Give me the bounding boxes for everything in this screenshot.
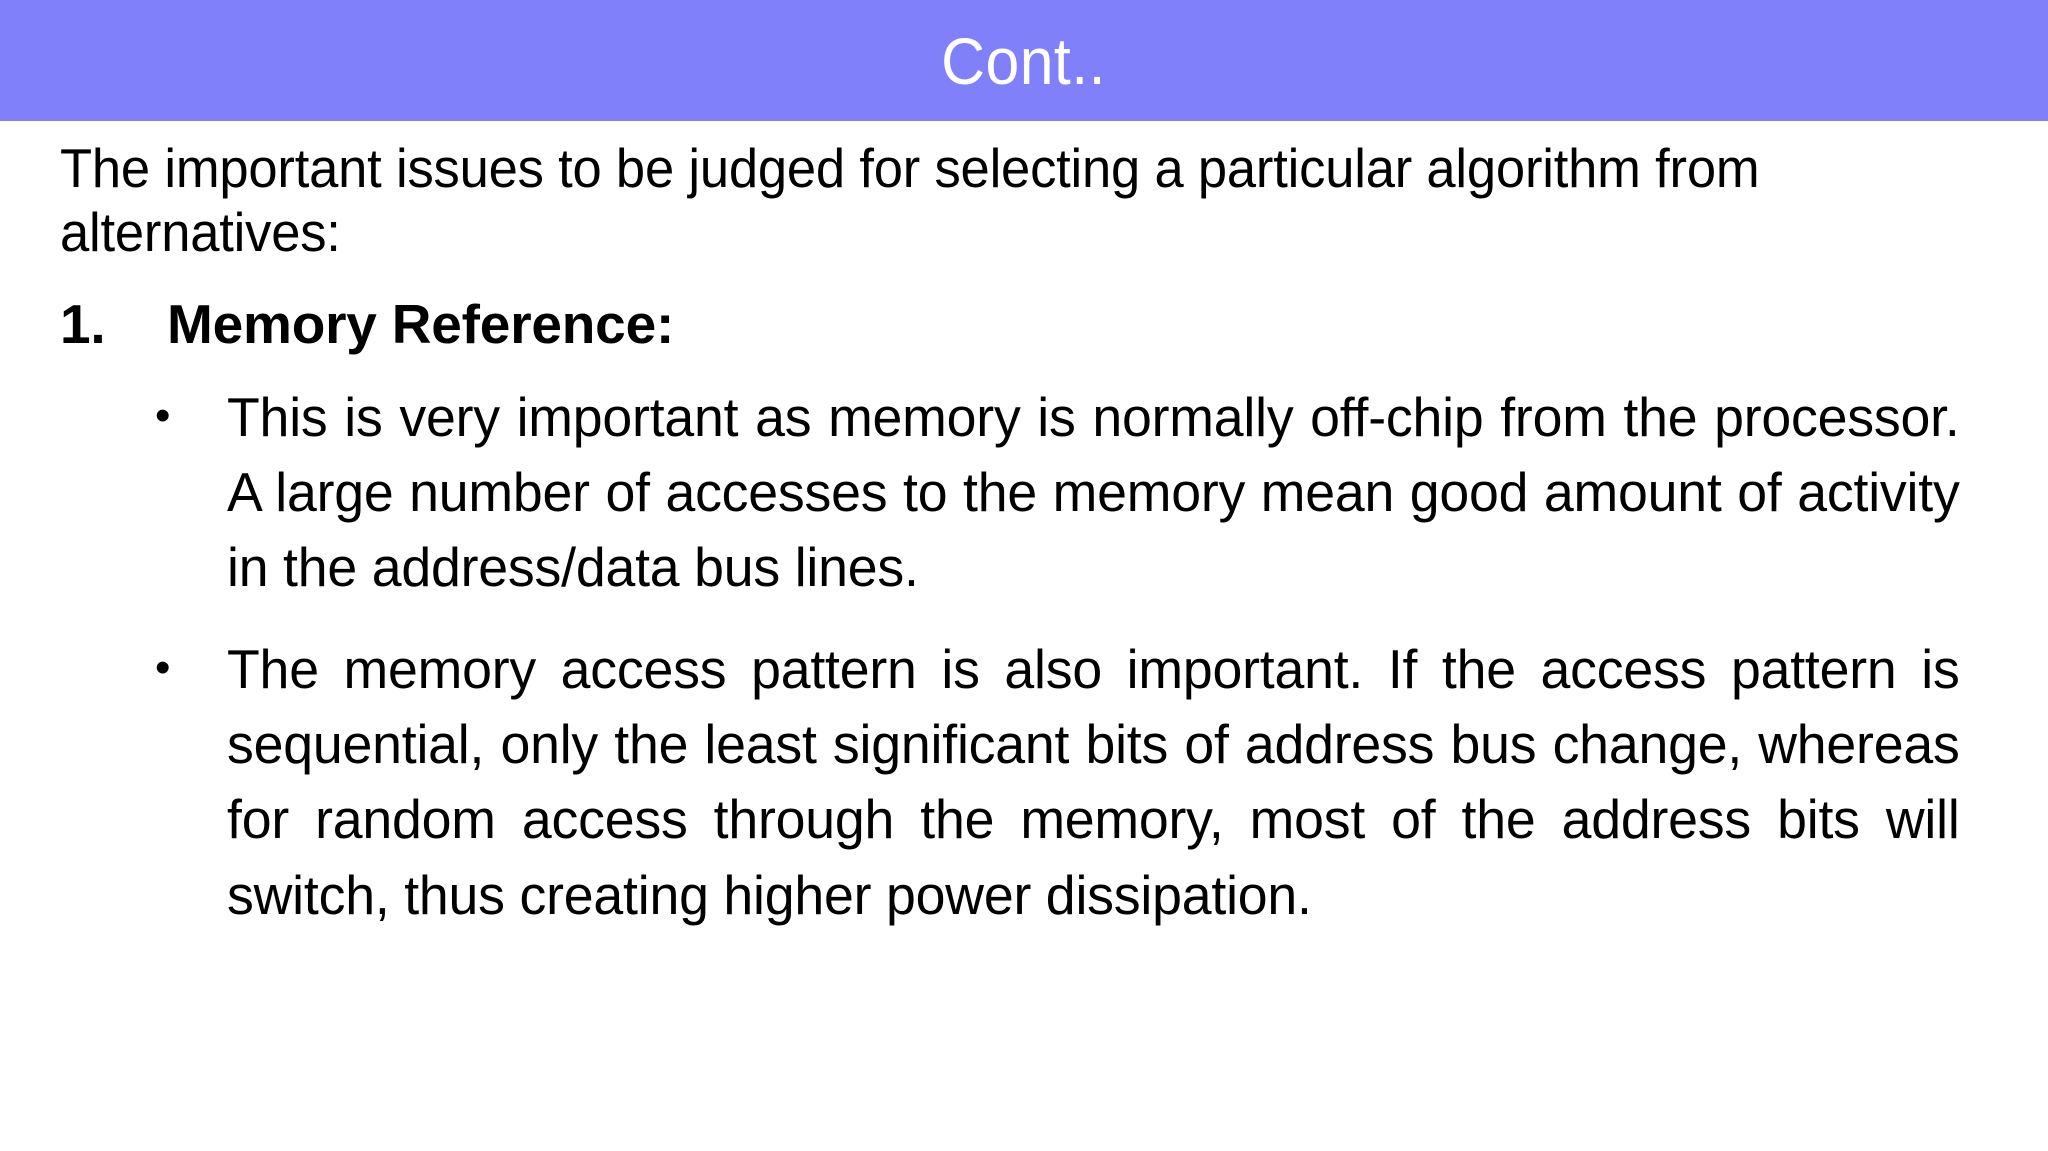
- slide-title-band: Cont..: [0, 0, 2048, 121]
- numbered-item-1: 1. Memory Reference:: [60, 292, 2004, 356]
- intro-paragraph: The important issues to be judged for se…: [60, 137, 1760, 263]
- list-item: • This is very important as memory is no…: [60, 380, 2004, 606]
- bullet-list: • This is very important as memory is no…: [60, 380, 2004, 933]
- numbered-item-heading: Memory Reference:: [167, 292, 675, 355]
- bullet-dot-icon: •: [155, 642, 171, 692]
- slide-body: The important issues to be judged for se…: [0, 121, 2048, 1151]
- bullet-text: The memory access pattern is also import…: [227, 637, 1960, 926]
- slide-title: Cont..: [941, 23, 1107, 98]
- bullet-dot-icon: •: [155, 390, 171, 440]
- numbered-item-marker: 1.: [60, 292, 106, 355]
- bullet-text: This is very important as memory is norm…: [227, 385, 1960, 599]
- list-item: • The memory access pattern is also impo…: [60, 632, 2004, 933]
